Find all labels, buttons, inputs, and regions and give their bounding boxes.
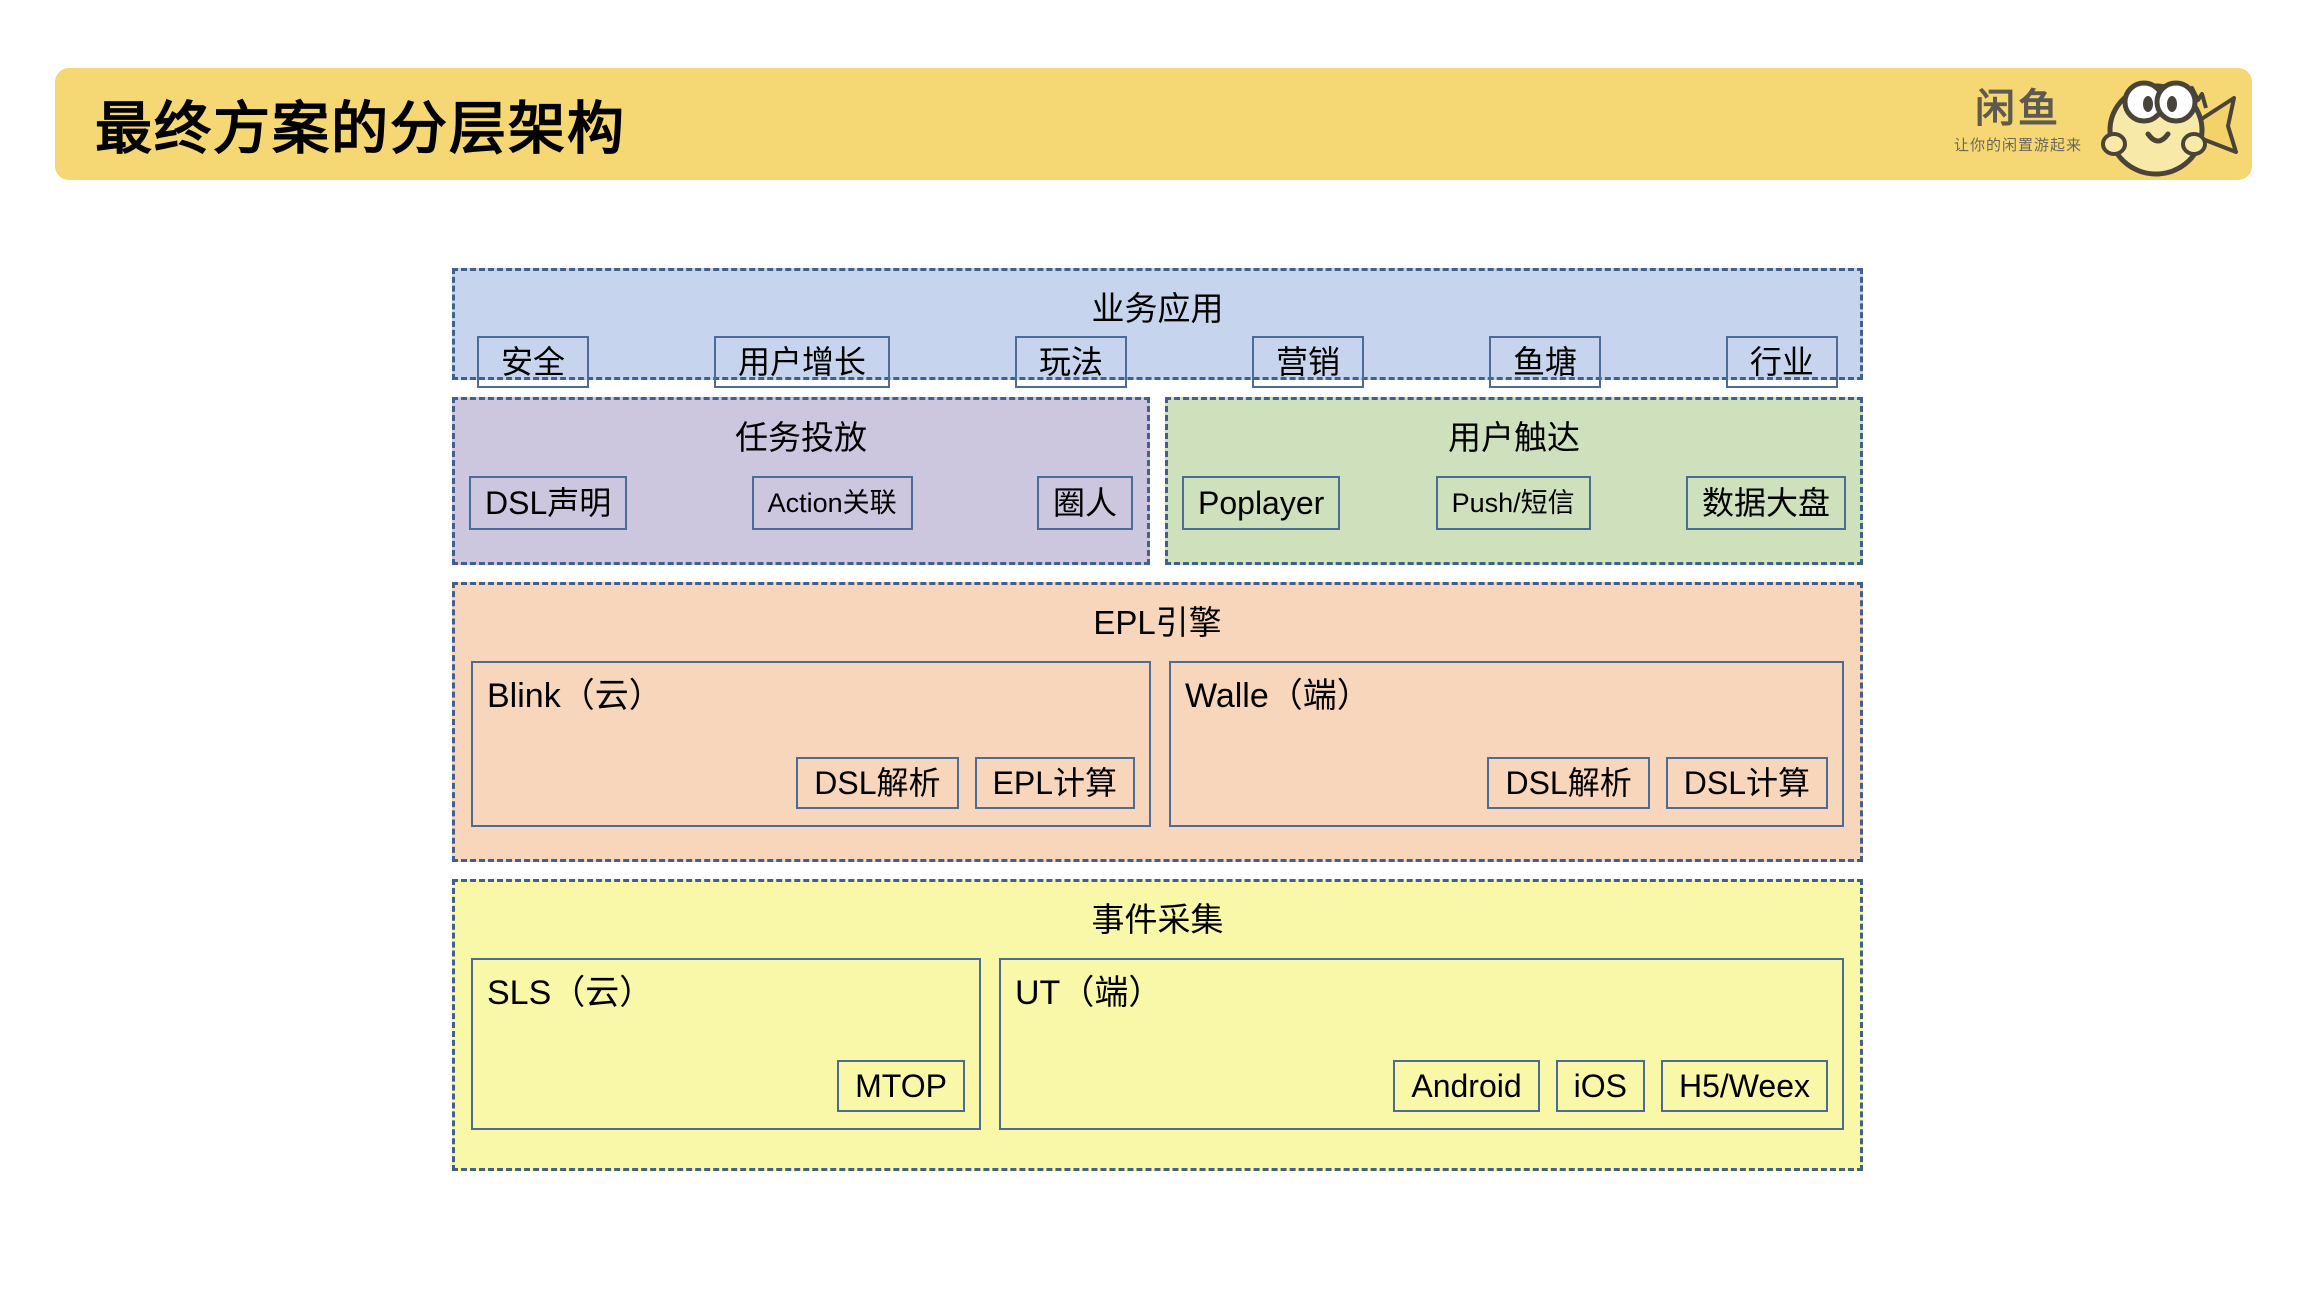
subgroup-walle-client: Walle（端） DSL解析 DSL计算	[1169, 661, 1844, 827]
layer-row-task-and-reach: 任务投放 DSL声明 Action关联 圈人 用户触达 Poplayer Pus…	[452, 397, 1863, 565]
subgroup-ut-client: UT（端） Android iOS H5/Weex	[999, 958, 1844, 1130]
layer-task-delivery: 任务投放 DSL声明 Action关联 圈人	[452, 397, 1150, 565]
layer-title-user-reach: 用户触达	[1448, 419, 1580, 456]
chip-poplayer[interactable]: Poplayer	[1182, 476, 1341, 530]
task-chip-row: DSL声明 Action关联 圈人	[455, 476, 1147, 530]
chip-action-binding[interactable]: Action关联	[751, 476, 913, 530]
chip-h5-weex[interactable]: H5/Weex	[1660, 1060, 1828, 1112]
business-chip-row: 安全 用户增长 玩法 营销 鱼塘 行业	[455, 336, 1860, 388]
chip-walle-dsl-compute[interactable]: DSL计算	[1665, 757, 1828, 809]
chip-android[interactable]: Android	[1393, 1060, 1540, 1112]
subgroup-title-blink: Blink（云）	[487, 677, 663, 715]
fish-mascot-icon	[2101, 80, 2238, 177]
chip-blink-dsl-parse[interactable]: DSL解析	[796, 757, 959, 809]
blink-chip-row: DSL解析 EPL计算	[473, 757, 1149, 825]
collect-subgroup-row: SLS（云） MTOP UT（端） Android iOS H5/Weex	[455, 958, 1860, 1130]
brand-text: 闲鱼 让你的闲置游起来	[1954, 88, 2082, 161]
layer-title-epl-engine: EPL引擎	[1093, 604, 1222, 641]
sls-chip-row: MTOP	[473, 1060, 979, 1128]
subgroup-sls-cloud: SLS（云） MTOP	[471, 958, 981, 1130]
chip-mtop[interactable]: MTOP	[837, 1060, 965, 1112]
layer-business-application: 业务应用 安全 用户增长 玩法 营销 鱼塘 行业	[452, 268, 1863, 388]
ut-chip-row: Android iOS H5/Weex	[1001, 1060, 1842, 1128]
chip-dsl-declaration[interactable]: DSL声明	[469, 476, 628, 530]
layer-event-collection: 事件采集 SLS（云） MTOP UT（端） Android iOS H5/We…	[452, 879, 1863, 1171]
page-title: 最终方案的分层架构	[95, 97, 626, 161]
chip-data-board[interactable]: 数据大盘	[1685, 476, 1846, 530]
brand-logo: 闲鱼 让你的闲置游起来	[1954, 68, 2238, 180]
chip-security[interactable]: 安全	[477, 336, 590, 388]
subgroup-title-ut: UT（端）	[1015, 974, 1163, 1012]
subgroup-blink-cloud: Blink（云） DSL解析 EPL计算	[471, 661, 1151, 827]
chip-marketing[interactable]: 营销	[1251, 336, 1364, 388]
subgroup-title-sls: SLS（云）	[487, 974, 654, 1012]
subgroup-title-walle: Walle（端）	[1185, 677, 1371, 715]
layer-title-task-delivery: 任务投放	[735, 419, 867, 456]
reach-chip-row: Poplayer Push/短信 数据大盘	[1168, 476, 1860, 530]
title-banner: 最终方案的分层架构 闲鱼 让你的闲置游起来	[55, 68, 2252, 180]
brand-tagline: 让你的闲置游起来	[1953, 136, 2082, 154]
chip-walle-dsl-parse[interactable]: DSL解析	[1487, 757, 1650, 809]
chip-user-growth[interactable]: 用户增长	[713, 336, 890, 388]
chip-audience[interactable]: 圈人	[1036, 476, 1133, 530]
chip-gameplay[interactable]: 玩法	[1014, 336, 1127, 388]
epl-subgroup-row: Blink（云） DSL解析 EPL计算 Walle（端） DSL解析 DSL计…	[455, 661, 1860, 827]
chip-push-sms[interactable]: Push/短信	[1435, 476, 1591, 530]
chip-blink-epl-compute[interactable]: EPL计算	[974, 757, 1135, 809]
chip-industry[interactable]: 行业	[1725, 336, 1838, 388]
brand-name: 闲鱼	[1974, 86, 2061, 131]
spacer-3	[452, 862, 1863, 879]
chip-fishpond[interactable]: 鱼塘	[1488, 336, 1601, 388]
layer-title-event-collection: 事件采集	[1091, 901, 1224, 938]
spacer-2	[452, 565, 1863, 582]
layer-title-business: 业务应用	[1091, 290, 1224, 327]
walle-chip-row: DSL解析 DSL计算	[1171, 757, 1842, 825]
layer-user-reach: 用户触达 Poplayer Push/短信 数据大盘	[1165, 397, 1863, 565]
architecture-diagram: 业务应用 安全 用户增长 玩法 营销 鱼塘 行业 任务投放 DSL声明 Acti…	[452, 268, 1863, 1171]
layer-epl-engine: EPL引擎 Blink（云） DSL解析 EPL计算 Walle（端） DSL解…	[452, 582, 1863, 862]
chip-ios[interactable]: iOS	[1555, 1060, 1645, 1112]
